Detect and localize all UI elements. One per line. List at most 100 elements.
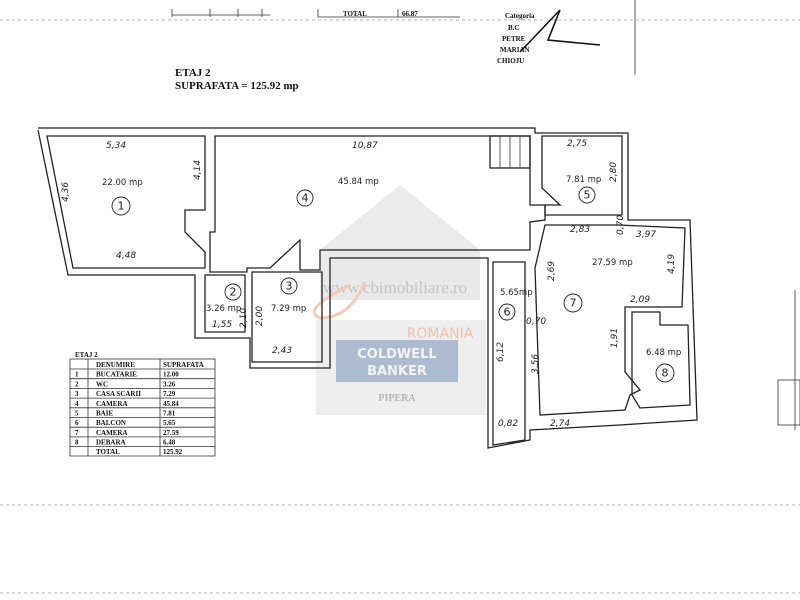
room-4: 10,87 45.84 mp 4 (296, 141, 379, 207)
stamp-line: Categoria (505, 12, 535, 20)
room-area: 6.48 mp (646, 348, 681, 358)
table-row: 1 BUCATARIE 12.00 (75, 371, 179, 379)
dimension: 1,91 (610, 328, 620, 348)
table-total-value: 125.92 (163, 448, 183, 456)
dimension: 4,14 (193, 160, 203, 180)
brand-line1: COLDWELL (357, 347, 436, 362)
table-row: 6 BALCON 5.65 (75, 419, 176, 427)
room-number: 2 (230, 286, 237, 299)
walls (0, 127, 800, 594)
room-number: 4 (302, 192, 309, 205)
room-1: 5,34 4,14 4,36 4,48 22.00 mp 1 (61, 141, 203, 261)
floor-title: ETAJ 2 (175, 67, 211, 79)
table-cell-area: 6.48 (163, 439, 176, 447)
dimension: 3,56 (531, 354, 541, 374)
table-row: 4 CAMERA 45.84 (75, 400, 179, 408)
table-cell-nr: 7 (75, 429, 79, 437)
room-5: 2,75 2,80 7.81 mp 5 (566, 139, 619, 204)
table-cell-area: 12.00 (163, 371, 179, 379)
room-number: 1 (118, 200, 125, 213)
adjacent-plan-fragment (777, 290, 800, 430)
stamp-line: PETRE (502, 35, 526, 43)
room-3: 3 7.29 mp 2,00 2,43 (255, 277, 306, 356)
table-cell-name: CAMERA (96, 429, 128, 437)
dimension: 5,34 (106, 141, 126, 151)
table-cell-area: 5.65 (163, 419, 176, 427)
table-cell-area: 3.26 (163, 380, 176, 388)
table-cell-name: BUCATARIE (96, 371, 137, 379)
dimension: 0,70 (616, 215, 626, 235)
dimension: 0,70 (526, 317, 546, 327)
dimension: 2,09 (630, 295, 650, 305)
dimension: 2,74 (550, 419, 570, 429)
brand-line2: BANKER (367, 364, 427, 379)
dimension: 4,48 (116, 251, 136, 261)
table-total-label: TOTAL (96, 448, 120, 456)
room-area: 45.84 mp (338, 177, 379, 187)
table-cell-name: CASA SCARII (96, 390, 141, 398)
room-8: 6.48 mp 8 (646, 348, 681, 383)
table-cell-nr: 3 (75, 390, 79, 398)
table-cell-nr: 6 (75, 419, 79, 427)
stamp-line: B.C (508, 24, 519, 32)
room-7: 2,83 0,70 3,97 2,69 4,19 2,09 1,91 3,56 … (531, 215, 677, 429)
dimension: 2,83 (570, 225, 590, 235)
table-cell-nr: 2 (75, 380, 79, 388)
table-title: ETAJ 2 (75, 351, 98, 359)
office-label: PIPERA (378, 393, 416, 404)
table-row: 3 CASA SCARII 7.29 (75, 390, 176, 398)
dimension: 2,75 (567, 139, 587, 149)
signature (519, 9, 601, 53)
dimension: 6,12 (496, 342, 506, 362)
table-cell-nr: 1 (75, 371, 79, 379)
dimension: 2,80 (609, 162, 619, 182)
room-number: 7 (570, 297, 577, 310)
table-row: 7 CAMERA 27.59 (75, 429, 179, 437)
top-strip: TOTAL 66.87 (0, 9, 800, 21)
room-area: 27.59 mp (592, 258, 633, 268)
room-area: 5.65mp (500, 288, 533, 298)
dimension: 1,55 (212, 320, 232, 330)
dimension: 10,87 (352, 141, 378, 151)
room-2: 2 3.26 mp 1,55 2,10 (206, 283, 249, 330)
table-row: 2 WC 3.26 (75, 380, 176, 388)
table-row: 8 DEBARA 6.48 (75, 439, 176, 447)
table-cell-name: BALCON (96, 419, 126, 427)
dimension: 3,97 (636, 230, 656, 240)
dimension: 2,00 (255, 306, 265, 326)
table-header: SUPRAFATA (163, 361, 204, 369)
dimension: 0,82 (498, 419, 518, 429)
area-title: SUPRAFATA = 125.92 mp (175, 80, 299, 92)
stamp-line: CHIOJU (497, 57, 524, 65)
table-cell-nr: 4 (75, 400, 79, 408)
table-cell-name: WC (96, 380, 108, 388)
top-total-label: TOTAL (343, 10, 367, 18)
room-area: 7.29 mp (271, 304, 306, 314)
room-number: 5 (584, 189, 591, 202)
room-area: 22.00 mp (102, 178, 143, 188)
table-cell-nr: 5 (75, 410, 79, 418)
watermark: COLDWELL BANKER PIPERA www.cbimobiliare.… (312, 185, 486, 415)
watermark-country: ROMANIA (407, 326, 474, 342)
table-cell-name: DEBARA (96, 439, 126, 447)
table-cell-area: 7.81 (163, 410, 176, 418)
table-header: DENUMIRE (96, 361, 135, 369)
room-number: 3 (286, 280, 293, 293)
room-area: 7.81 mp (566, 175, 601, 185)
table-cell-name: CAMERA (96, 400, 128, 408)
top-total-value: 66.87 (402, 10, 418, 18)
room-6: 5.65mp 6 0,70 6,12 0,82 (496, 288, 546, 429)
table-cell-nr: 8 (75, 439, 79, 447)
dimension: 2,69 (547, 261, 557, 281)
dimension: 4,36 (61, 182, 71, 202)
room-number: 6 (504, 306, 511, 319)
stamp: Categoria B.C PETRE MARIAN CHIOJU (497, 0, 636, 75)
table-cell-area: 7.29 (163, 390, 176, 398)
table-cell-area: 45.84 (163, 400, 179, 408)
table-cell-area: 27.59 (163, 429, 179, 437)
dimension: 2,10 (239, 308, 249, 328)
dimension: 2,43 (272, 346, 292, 356)
stamp-line: MARIAN (500, 46, 530, 54)
